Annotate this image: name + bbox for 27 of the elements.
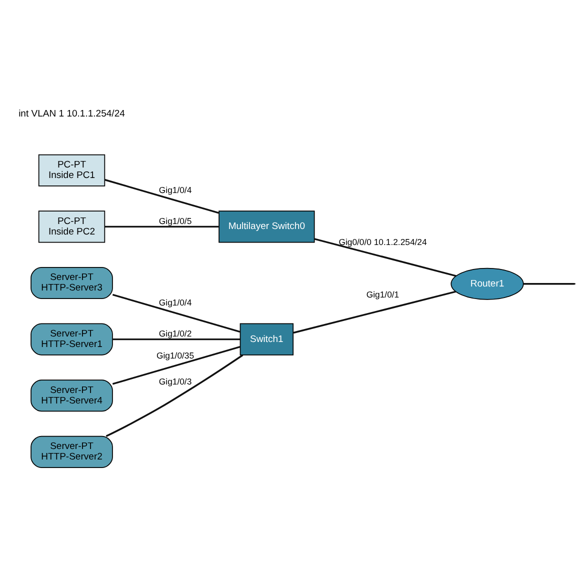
connector	[523, 282, 574, 284]
edge-label: Gig1/0/3	[158, 376, 192, 386]
edge-label: Gig1/0/1	[366, 289, 400, 300]
node-box: Server-PT HTTP-Server1	[30, 322, 113, 355]
edge-label: Gig1/0/35	[156, 350, 194, 360]
connector	[314, 238, 456, 276]
node-box: Server-PT HTTP-Server4	[30, 379, 113, 412]
node-ellipse: Router1	[450, 267, 524, 300]
edge-label: Gig1/0/4	[158, 297, 192, 308]
connector	[104, 225, 219, 228]
edge-label: Gig1/0/2	[158, 328, 192, 338]
connector	[112, 346, 240, 384]
node-box: Switch1	[240, 322, 294, 355]
connector	[112, 338, 240, 340]
label: int VLAN 1 10.1.1.254/24	[18, 108, 125, 119]
edge-label: Gig0/0/0 10.1.2.254/24	[338, 236, 427, 246]
connector	[293, 290, 456, 334]
node-box: Multilayer Switch0	[218, 210, 315, 242]
node-box: PC-PT Inside PC1	[38, 154, 106, 186]
connector	[112, 293, 240, 332]
node-box: PC-PT Inside PC2	[38, 210, 106, 242]
node-box: Server-PT HTTP-Server3	[30, 266, 113, 299]
connector	[104, 178, 220, 214]
edge-label: Gig1/0/5	[158, 216, 192, 226]
node-box: Server-PT HTTP-Server2	[30, 435, 113, 468]
connector	[106, 354, 244, 436]
edge-label: Gig1/0/4	[158, 184, 192, 194]
